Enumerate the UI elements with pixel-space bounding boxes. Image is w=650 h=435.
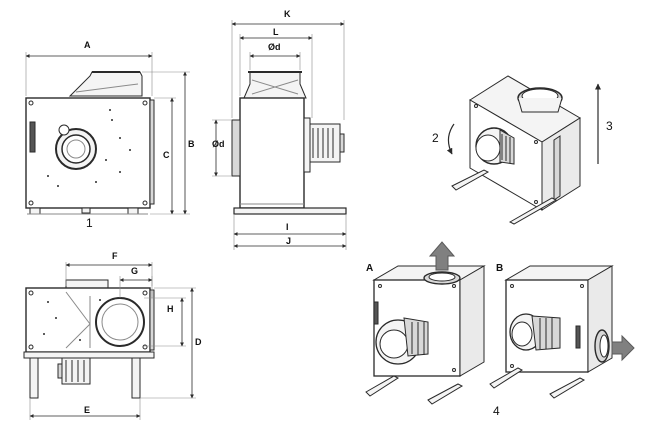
side-view-inlet-collar bbox=[231, 119, 241, 177]
variant-label-a: A bbox=[366, 263, 374, 274]
side-view-motor bbox=[309, 123, 341, 163]
variant-a-view bbox=[365, 241, 486, 405]
dimension-label-g: G bbox=[131, 266, 139, 276]
view-number-4: 4 bbox=[493, 404, 500, 418]
airflow-arrow-right bbox=[611, 334, 635, 362]
dimension-label-b: B bbox=[188, 139, 195, 149]
front-view-outlet bbox=[68, 71, 143, 97]
side-view-housing bbox=[239, 97, 305, 209]
top-view bbox=[23, 262, 196, 420]
dimension-label-j: J bbox=[286, 236, 292, 246]
dimension-label-d: D bbox=[195, 337, 202, 347]
front-view bbox=[25, 52, 190, 215]
view-number-3: 3 bbox=[606, 119, 613, 133]
rotation-arrow bbox=[446, 123, 455, 155]
dimension-label-f: F bbox=[112, 251, 118, 261]
side-view bbox=[212, 20, 347, 250]
dimension-label-k: K bbox=[284, 9, 291, 19]
iso-side-face bbox=[541, 117, 581, 211]
view-number-2: 2 bbox=[432, 131, 439, 145]
dimension-label-a: A bbox=[84, 40, 91, 50]
variant-b-view bbox=[489, 265, 635, 399]
dimension-label-h: H bbox=[167, 304, 174, 314]
isometric-view bbox=[446, 75, 601, 225]
dimension-label-l: L bbox=[273, 27, 279, 37]
view-number-1: 1 bbox=[86, 216, 93, 230]
dimension-label-d-top: Ød bbox=[268, 42, 281, 52]
dimension-label-e: E bbox=[84, 405, 91, 415]
variant-label-b: B bbox=[496, 263, 504, 274]
dimension-label-d-side: Ød bbox=[212, 139, 225, 149]
airflow-arrow-up bbox=[428, 241, 456, 271]
dimension-label-c: C bbox=[163, 150, 170, 160]
side-view-base bbox=[233, 207, 347, 215]
dimension-label-i: I bbox=[286, 222, 289, 232]
variant-a-motor bbox=[403, 317, 429, 357]
